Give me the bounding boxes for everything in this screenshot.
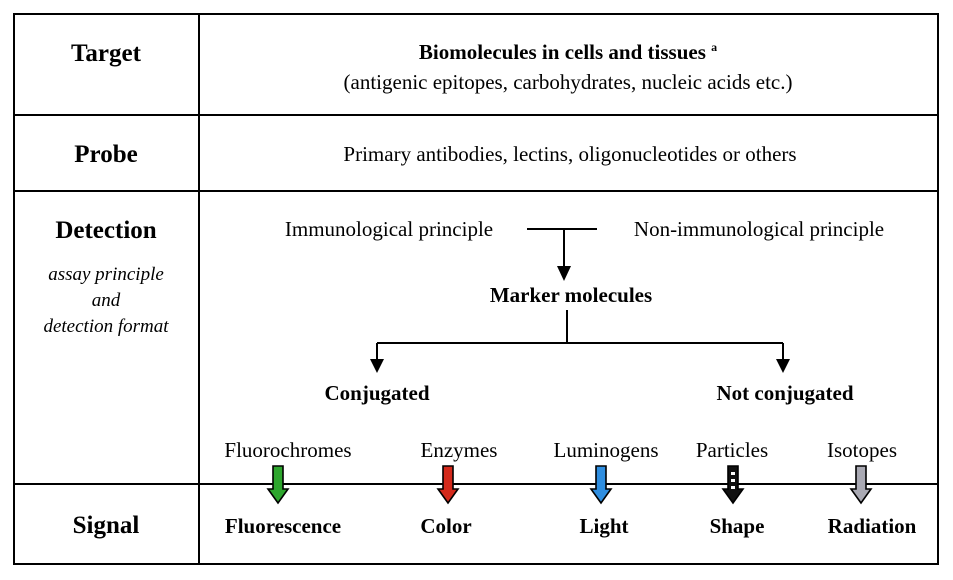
signal-radiation: Radiation — [827, 514, 917, 538]
arrow-to-conjugated-icon — [370, 359, 384, 373]
immunological-principle: Immunological principle — [284, 217, 494, 241]
arrow-down-blue-icon — [589, 465, 613, 505]
arrow-down-black-dotted-icon — [721, 465, 745, 505]
marker-name-enzymes: Enzymes — [420, 438, 498, 462]
column-divider — [198, 13, 200, 565]
probe-label: Probe — [74, 141, 138, 168]
marker-name-luminogens: Luminogens — [553, 438, 659, 462]
particle-dot — [731, 479, 735, 482]
row-divider-detection — [13, 483, 939, 485]
target-subtitle: (antigenic epitopes, carbohydrates, nucl… — [343, 70, 793, 94]
marker-molecules: Marker molecules — [489, 283, 653, 307]
detection-sub-1: assay principle — [48, 264, 164, 285]
arrow-to-not-conjugated-icon — [776, 359, 790, 373]
particle-dot — [731, 472, 735, 475]
non-immunological-principle: Non-immunological principle — [633, 217, 885, 241]
signal-label: Signal — [72, 512, 140, 539]
row-divider-probe — [13, 190, 939, 192]
row-divider-target — [13, 114, 939, 116]
signal-light: Light — [579, 514, 629, 538]
particle-dot — [731, 486, 735, 489]
detection-sub-2: and — [91, 290, 121, 311]
detection-label: Detection — [55, 217, 157, 244]
signal-shape: Shape — [709, 514, 765, 538]
arrow-down-red-icon — [436, 465, 460, 505]
arrow-down-grey-icon — [849, 465, 873, 505]
branch-conjugated: Conjugated — [324, 381, 430, 405]
probe-text: Primary antibodies, lectins, oligonucleo… — [343, 142, 797, 166]
marker-name-particles: Particles — [695, 438, 769, 462]
table-frame — [13, 13, 939, 565]
target-footnote-mark: a — [711, 40, 718, 54]
arrow-to-marker-molecules-icon — [557, 266, 571, 281]
target-label: Target — [71, 40, 141, 67]
arrow-down-green-icon — [266, 465, 290, 505]
detection-sub-3: detection format — [43, 316, 169, 337]
marker-name-isotopes: Isotopes — [827, 438, 897, 462]
branch-not-conjugated: Not conjugated — [716, 381, 854, 405]
signal-color: Color — [420, 514, 472, 538]
signal-fluorescence: Fluorescence — [224, 514, 342, 538]
target-title: Biomolecules in cells and tissues a — [419, 40, 717, 65]
target-title-text: Biomolecules in cells and tissues — [418, 40, 706, 64]
marker-name-fluorochromes: Fluorochromes — [224, 438, 352, 462]
